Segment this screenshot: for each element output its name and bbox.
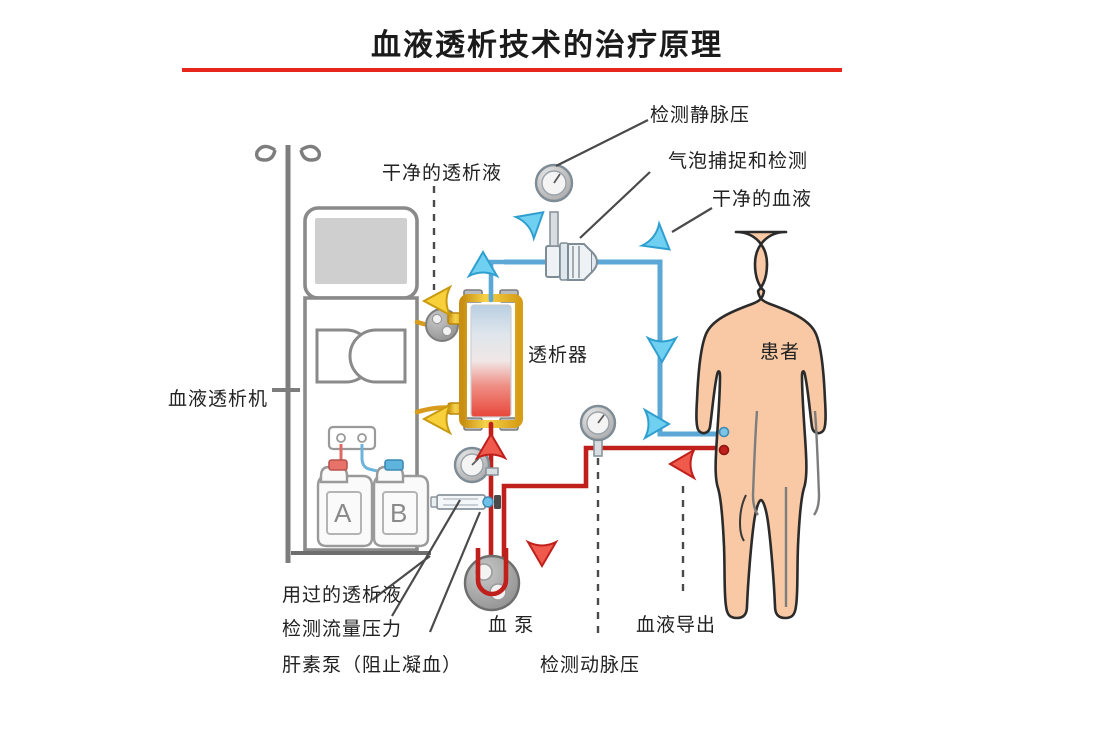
venous-access-port (718, 426, 730, 438)
label-used-dialysate: 用过的透析液 (282, 585, 403, 606)
iv-pole-icon (254, 144, 322, 563)
label-venous-pressure: 检测静脉压 (650, 105, 751, 126)
label-clean-blood: 干净的血液 (712, 189, 813, 210)
arrow-red-from-patient (668, 447, 697, 481)
leader-heparin-pump (428, 511, 482, 633)
page-title: 血液透析技术的治疗原理 (371, 29, 723, 62)
label-jug-b: B (390, 498, 409, 528)
leader-lines (371, 119, 713, 634)
label-blood-out: 血液导出 (636, 615, 717, 636)
syringe-icon (430, 494, 501, 510)
arterial-access-port (718, 444, 730, 456)
leader-bubble-trap (579, 171, 651, 239)
label-dialyzer: 透析器 (528, 345, 589, 366)
label-flow-pressure: 检测流量压力 (282, 619, 403, 640)
label-blood-pump: 血 泵 (488, 615, 535, 636)
air-trap-chamber-icon (545, 242, 598, 281)
leader-clean-blood (671, 207, 713, 233)
arterial-pressure-gauge-icon (579, 404, 617, 457)
flow-arrows (421, 211, 697, 568)
arrow-cyan-after-trap (638, 220, 672, 251)
dialysate-jug-b (372, 459, 430, 548)
patient-figure (695, 230, 827, 620)
label-arterial-pressure: 检测动脉压 (540, 655, 641, 676)
label-jug-a: A (334, 498, 353, 528)
label-heparin-pump: 肝素泵（阻止凝血） (282, 655, 463, 676)
arrow-cyan-to-patient (642, 407, 671, 441)
machine-screen (315, 218, 407, 284)
arrow-cyan-to-trap (512, 211, 545, 242)
jug-b-cap (384, 459, 404, 471)
arrow-yellow-used-out (421, 284, 453, 318)
arrow-cyan-down (645, 335, 679, 364)
dialyzer (447, 289, 523, 431)
jug-a-cap (328, 459, 348, 471)
label-air-bubble-detect: 气泡捕捉和检测 (668, 151, 809, 172)
arrow-yellow-in (421, 402, 453, 436)
blood-pump-icon (463, 548, 521, 612)
arrow-cyan-dialyzer-out (466, 250, 500, 279)
label-dialysis-machine: 血液透析机 (168, 389, 269, 410)
title-underline (182, 68, 842, 72)
label-patient: 患者 (760, 342, 801, 363)
leader-flow-pressure (391, 499, 461, 617)
label-clean-dialysate: 干净的透析液 (382, 163, 503, 184)
dialysate-jug-a (316, 459, 374, 548)
leader-used-dialysate (371, 555, 431, 601)
venous-pressure-gauge-icon (534, 163, 574, 247)
leader-venous-pressure (555, 119, 649, 167)
arrow-red-pump-in (525, 539, 559, 568)
arrow-red-to-dialyzer (474, 432, 508, 461)
